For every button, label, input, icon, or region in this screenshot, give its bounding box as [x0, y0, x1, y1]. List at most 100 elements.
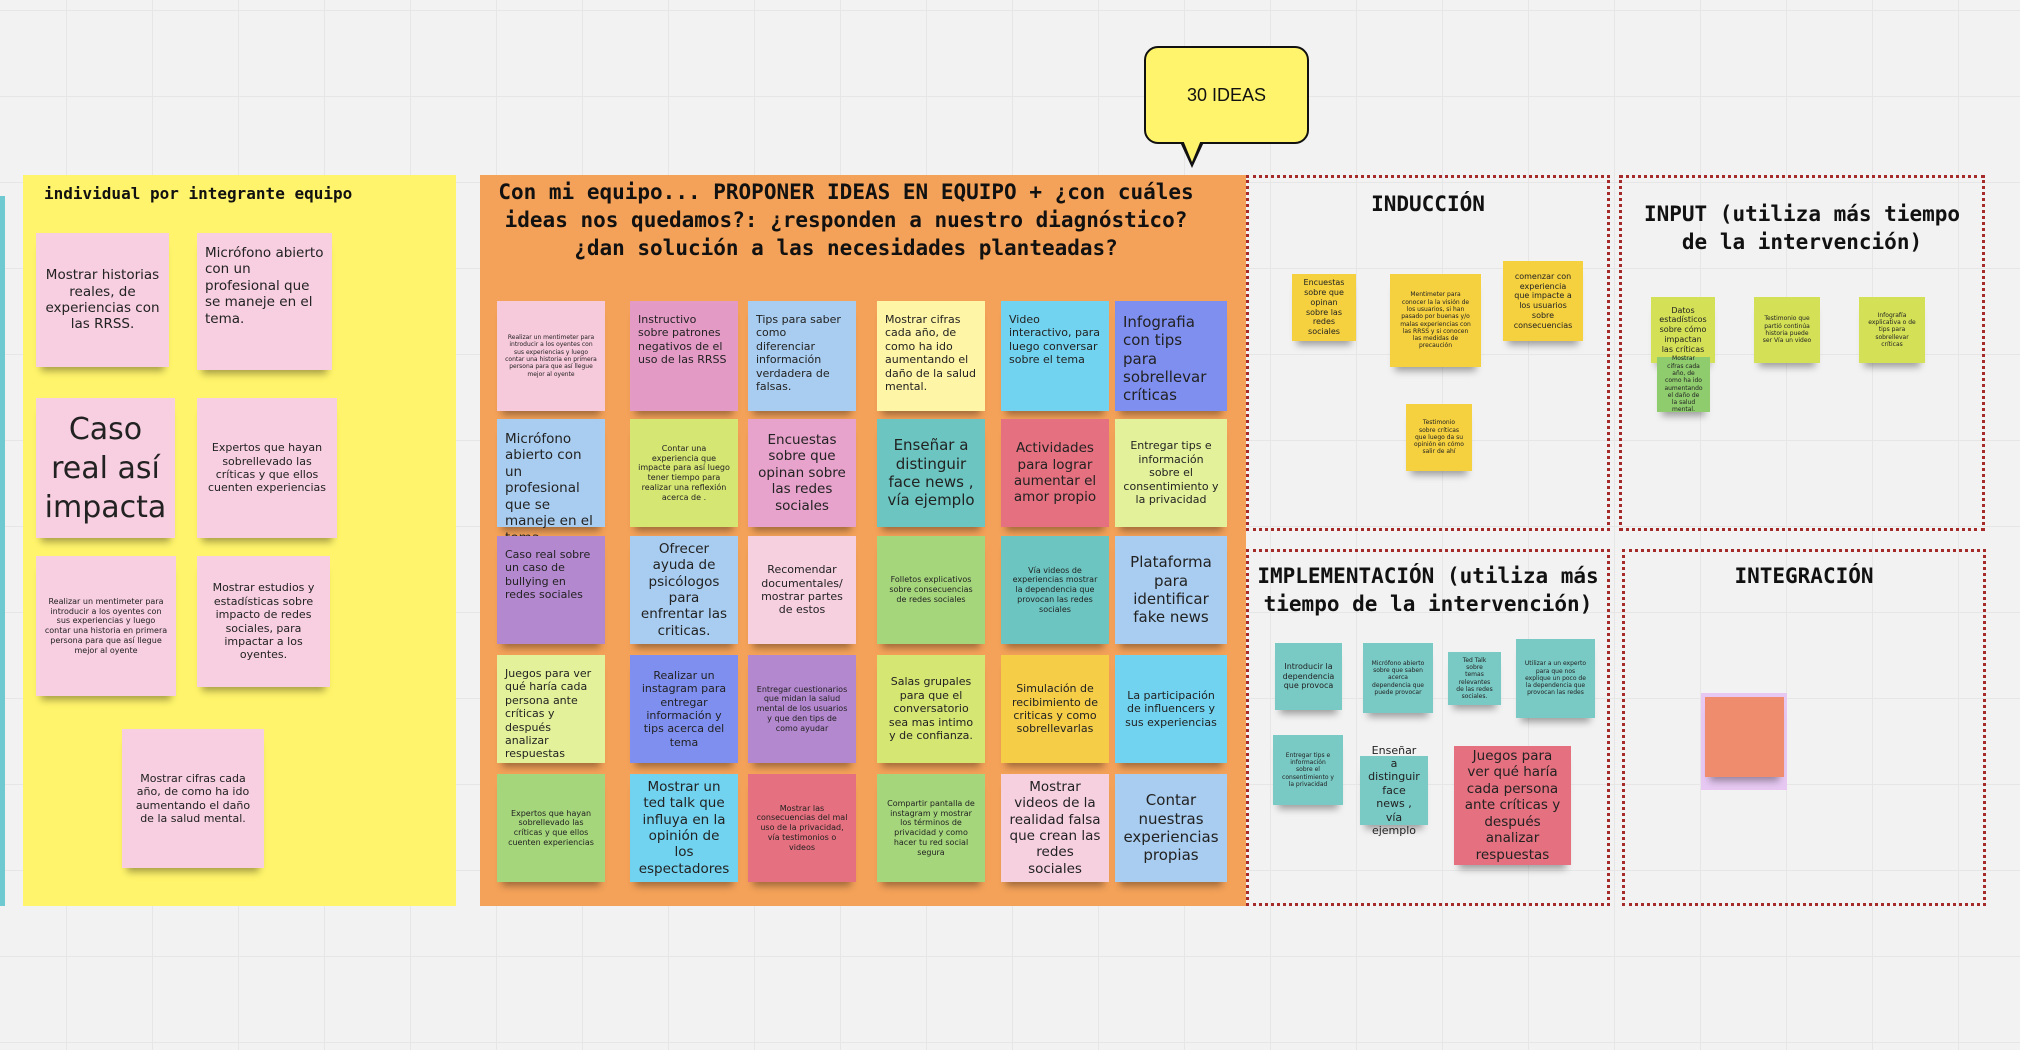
team-sticky-note[interactable]: La participación de influencers y sus ex… — [1115, 655, 1227, 763]
team-sticky-note[interactable]: Caso real sobre un caso de bullying en r… — [497, 536, 605, 644]
induccion-sticky-note[interactable]: Mentimeter para conocer la la visión de … — [1390, 274, 1481, 367]
induccion-sticky-note[interactable]: Testimonio sobre críticas que luego da s… — [1406, 404, 1472, 471]
team-sticky-note[interactable]: Video interactivo, para luego conversar … — [1001, 301, 1109, 411]
individual-panel-title: individual por integrante equipo — [44, 184, 353, 203]
sticky-note-text: Encuestas sobre que opinan sobre las red… — [1303, 278, 1345, 336]
sticky-note-text: Realizar un instagram para entregar info… — [641, 668, 727, 749]
individual-sticky-note[interactable]: Micrófono abierto con un profesional que… — [197, 233, 332, 370]
team-sticky-note[interactable]: Entregar tips e información sobre el con… — [1115, 419, 1227, 527]
sticky-note-text: Tips para saber como diferenciar informa… — [756, 313, 841, 394]
comment-bubble[interactable]: 30 IDEAS — [1144, 46, 1309, 144]
sticky-note-text: Expertos que hayan sobrellevado las crít… — [508, 808, 594, 847]
team-sticky-note[interactable]: Realizar un instagram para entregar info… — [630, 655, 738, 763]
team-sticky-note[interactable]: Ofrecer ayuda de psicólogos para enfrent… — [630, 536, 738, 644]
team-sticky-note[interactable]: Expertos que hayan sobrellevado las crít… — [497, 774, 605, 882]
frame-integracion: INTEGRACIÓN — [1622, 549, 1986, 906]
frame-integracion-title: INTEGRACIÓN — [1734, 564, 1874, 588]
sticky-note-text: comenzar con experiencia que impacte a l… — [1513, 271, 1573, 330]
team-sticky-note[interactable]: Contar nuestras experiencias propias — [1115, 774, 1227, 882]
individual-sticky-note[interactable]: Caso real así impacta — [36, 398, 175, 538]
individual-sticky-note[interactable]: Mostrar estudios y estadísticas sobre im… — [197, 556, 330, 687]
sticky-note-text: Mostrar cifras cada año, de como ha ido … — [1664, 355, 1703, 414]
sticky-note-text: Datos estadísticos sobre cómo impactan l… — [1659, 305, 1707, 354]
sticky-note-text: Plataforma para identificar fake news — [1130, 553, 1212, 627]
teal-frame-edge — [0, 196, 5, 906]
team-sticky-note[interactable]: Realizar un mentimeter para introducir a… — [497, 301, 605, 411]
sticky-note-text: Enseñar a distinguir face news , vía eje… — [1368, 743, 1420, 838]
sticky-note-text: Ted Talk sobre temas relevantes de las r… — [1456, 656, 1493, 701]
sticky-note-text: Realizar un mentimeter para introducir a… — [44, 596, 168, 655]
bubble-tail — [1183, 140, 1201, 162]
frame-induccion: INDUCCIÓN — [1246, 175, 1610, 531]
sticky-note-empty[interactable] — [1705, 697, 1784, 777]
sticky-note-text: Expertos que hayan sobrellevado las crít… — [207, 441, 327, 495]
induccion-sticky-note[interactable]: Encuestas sobre que opinan sobre las red… — [1292, 274, 1356, 341]
sticky-note-text: Caso real así impacta — [44, 411, 167, 525]
sticky-note-text: Encuestas sobre que opinan sobre las red… — [758, 431, 846, 514]
team-sticky-note[interactable]: Entregar cuestionarios que midan la salu… — [748, 655, 856, 763]
sticky-note-text: Salas grupales para que el conversatorio… — [888, 675, 974, 743]
sticky-note-text: Micrófono abierto con un profesional que… — [505, 431, 593, 546]
individual-sticky-note[interactable]: Mostrar cifras cada año, de como ha ido … — [122, 729, 264, 868]
team-sticky-note[interactable]: Compartir pantalla de instagram y mostra… — [877, 774, 985, 882]
sticky-note-text: Actividades para lograr aumentar el amor… — [1013, 440, 1097, 506]
frame-input: INPUT (utiliza más tiempo de la interven… — [1619, 175, 1985, 531]
input-sticky-note[interactable]: Infografía explicativa o de tips para so… — [1859, 297, 1925, 363]
sticky-note-text: Infografia con tips para sobrellevar crí… — [1123, 313, 1207, 405]
team-sticky-note[interactable]: Instructivo sobre patrones negativos de … — [630, 301, 738, 411]
sticky-note-text: Mostrar videos de la realidad falsa que … — [1009, 778, 1101, 877]
input-sticky-note[interactable]: Mostrar cifras cada año, de como ha ido … — [1657, 355, 1710, 414]
team-sticky-note[interactable]: Vía videos de experiencias mostrar la de… — [1001, 536, 1109, 644]
team-sticky-note[interactable]: Infografia con tips para sobrellevar crí… — [1115, 301, 1227, 411]
sticky-note-text: Juegos para ver qué haría cada persona a… — [1464, 747, 1561, 863]
team-sticky-note[interactable]: Mostrar cifras cada año, de como ha ido … — [877, 301, 985, 411]
individual-sticky-note[interactable]: Expertos que hayan sobrellevado las crít… — [197, 398, 337, 538]
sticky-note-text: Mostrar estudios y estadísticas sobre im… — [212, 581, 315, 662]
sticky-note-text: Mostrar cifras cada año, de como ha ido … — [885, 313, 976, 394]
team-sticky-note[interactable]: Simulación de recibimiento de criticas y… — [1001, 655, 1109, 763]
team-sticky-note[interactable]: Contar una experiencia que impacte para … — [630, 419, 738, 527]
team-sticky-note[interactable]: Folletos explicativos sobre consecuencia… — [877, 536, 985, 644]
team-sticky-note[interactable]: Tips para saber como diferenciar informa… — [748, 301, 856, 411]
sticky-note-text: Micrófono abierto sobre que saben acerca… — [1371, 659, 1425, 696]
frame-implementacion-title: IMPLEMENTACIÓN (utiliza más tiempo de la… — [1257, 564, 1599, 616]
input-sticky-note[interactable]: Testimonio que partió continúa historia … — [1754, 297, 1820, 363]
implementacion-sticky-note[interactable]: Entregar tips e información sobre el con… — [1273, 735, 1343, 805]
sticky-note-text: Mostrar un ted talk que influya en la op… — [638, 778, 730, 877]
individual-sticky-note[interactable]: Mostrar historias reales, de experiencia… — [36, 233, 169, 367]
induccion-sticky-note[interactable]: comenzar con experiencia que impacte a l… — [1503, 261, 1583, 341]
implementacion-sticky-note[interactable]: Juegos para ver qué haría cada persona a… — [1454, 746, 1571, 865]
sticky-note-text: Mostrar historias reales, de experiencia… — [45, 267, 160, 333]
sticky-note-text: Utilizar a un experto para que nos expli… — [1524, 660, 1587, 697]
team-sticky-note[interactable]: Mostrar un ted talk que influya en la op… — [630, 774, 738, 882]
sticky-note-text: Recomendar documentales/ mostrar partes … — [761, 563, 843, 617]
team-sticky-note[interactable]: Enseñar a distinguir face news , vía eje… — [877, 419, 985, 527]
sticky-note-text: Mentimeter para conocer la la visión de … — [1400, 291, 1471, 350]
implementacion-sticky-note[interactable]: Introducir la dependencia que provoca — [1275, 643, 1342, 710]
sticky-note-text: Introducir la dependencia que provoca — [1282, 661, 1335, 691]
team-sticky-note[interactable]: Plataforma para identificar fake news — [1115, 536, 1227, 644]
sticky-note-text: Testimonio que partió continúa historia … — [1762, 315, 1812, 345]
input-sticky-note[interactable]: Datos estadísticos sobre cómo impactan l… — [1651, 297, 1715, 363]
sticky-note-text: Realizar un mentimeter para introducir a… — [505, 334, 597, 378]
sticky-note-text: Compartir pantalla de instagram y mostra… — [887, 798, 975, 857]
implementacion-sticky-note[interactable]: Micrófono abierto sobre que saben acerca… — [1363, 643, 1433, 713]
implementacion-sticky-note[interactable]: Enseñar a distinguir face news , vía eje… — [1360, 744, 1428, 837]
team-sticky-note[interactable]: Encuestas sobre que opinan sobre las red… — [748, 419, 856, 527]
implementacion-sticky-note[interactable]: Utilizar a un experto para que nos expli… — [1516, 639, 1595, 718]
frame-input-title: INPUT (utiliza más tiempo de la interven… — [1643, 202, 1961, 254]
sticky-note-text: Entregar tips e información sobre el con… — [1123, 439, 1219, 507]
team-sticky-note[interactable]: Mostrar las consecuencias del mal uso de… — [748, 774, 856, 882]
sticky-note-text: La participación de influencers y sus ex… — [1125, 688, 1217, 729]
team-sticky-note[interactable]: Micrófono abierto con un profesional que… — [497, 419, 605, 546]
team-sticky-note[interactable]: Juegos para ver qué haría cada persona a… — [497, 655, 605, 763]
sticky-note-text: Vía videos de experiencias mostrar la de… — [1012, 565, 1098, 614]
team-sticky-note[interactable]: Actividades para lograr aumentar el amor… — [1001, 419, 1109, 527]
sticky-note-text: Ofrecer ayuda de psicólogos para enfrent… — [640, 540, 728, 639]
sticky-note-text: Simulación de recibimiento de criticas y… — [1012, 682, 1098, 736]
team-sticky-note[interactable]: Recomendar documentales/ mostrar partes … — [748, 536, 856, 644]
individual-sticky-note[interactable]: Realizar un mentimeter para introducir a… — [36, 556, 176, 696]
team-sticky-note[interactable]: Mostrar videos de la realidad falsa que … — [1001, 774, 1109, 882]
team-sticky-note[interactable]: Salas grupales para que el conversatorio… — [877, 655, 985, 763]
implementacion-sticky-note[interactable]: Ted Talk sobre temas relevantes de las r… — [1448, 652, 1501, 705]
